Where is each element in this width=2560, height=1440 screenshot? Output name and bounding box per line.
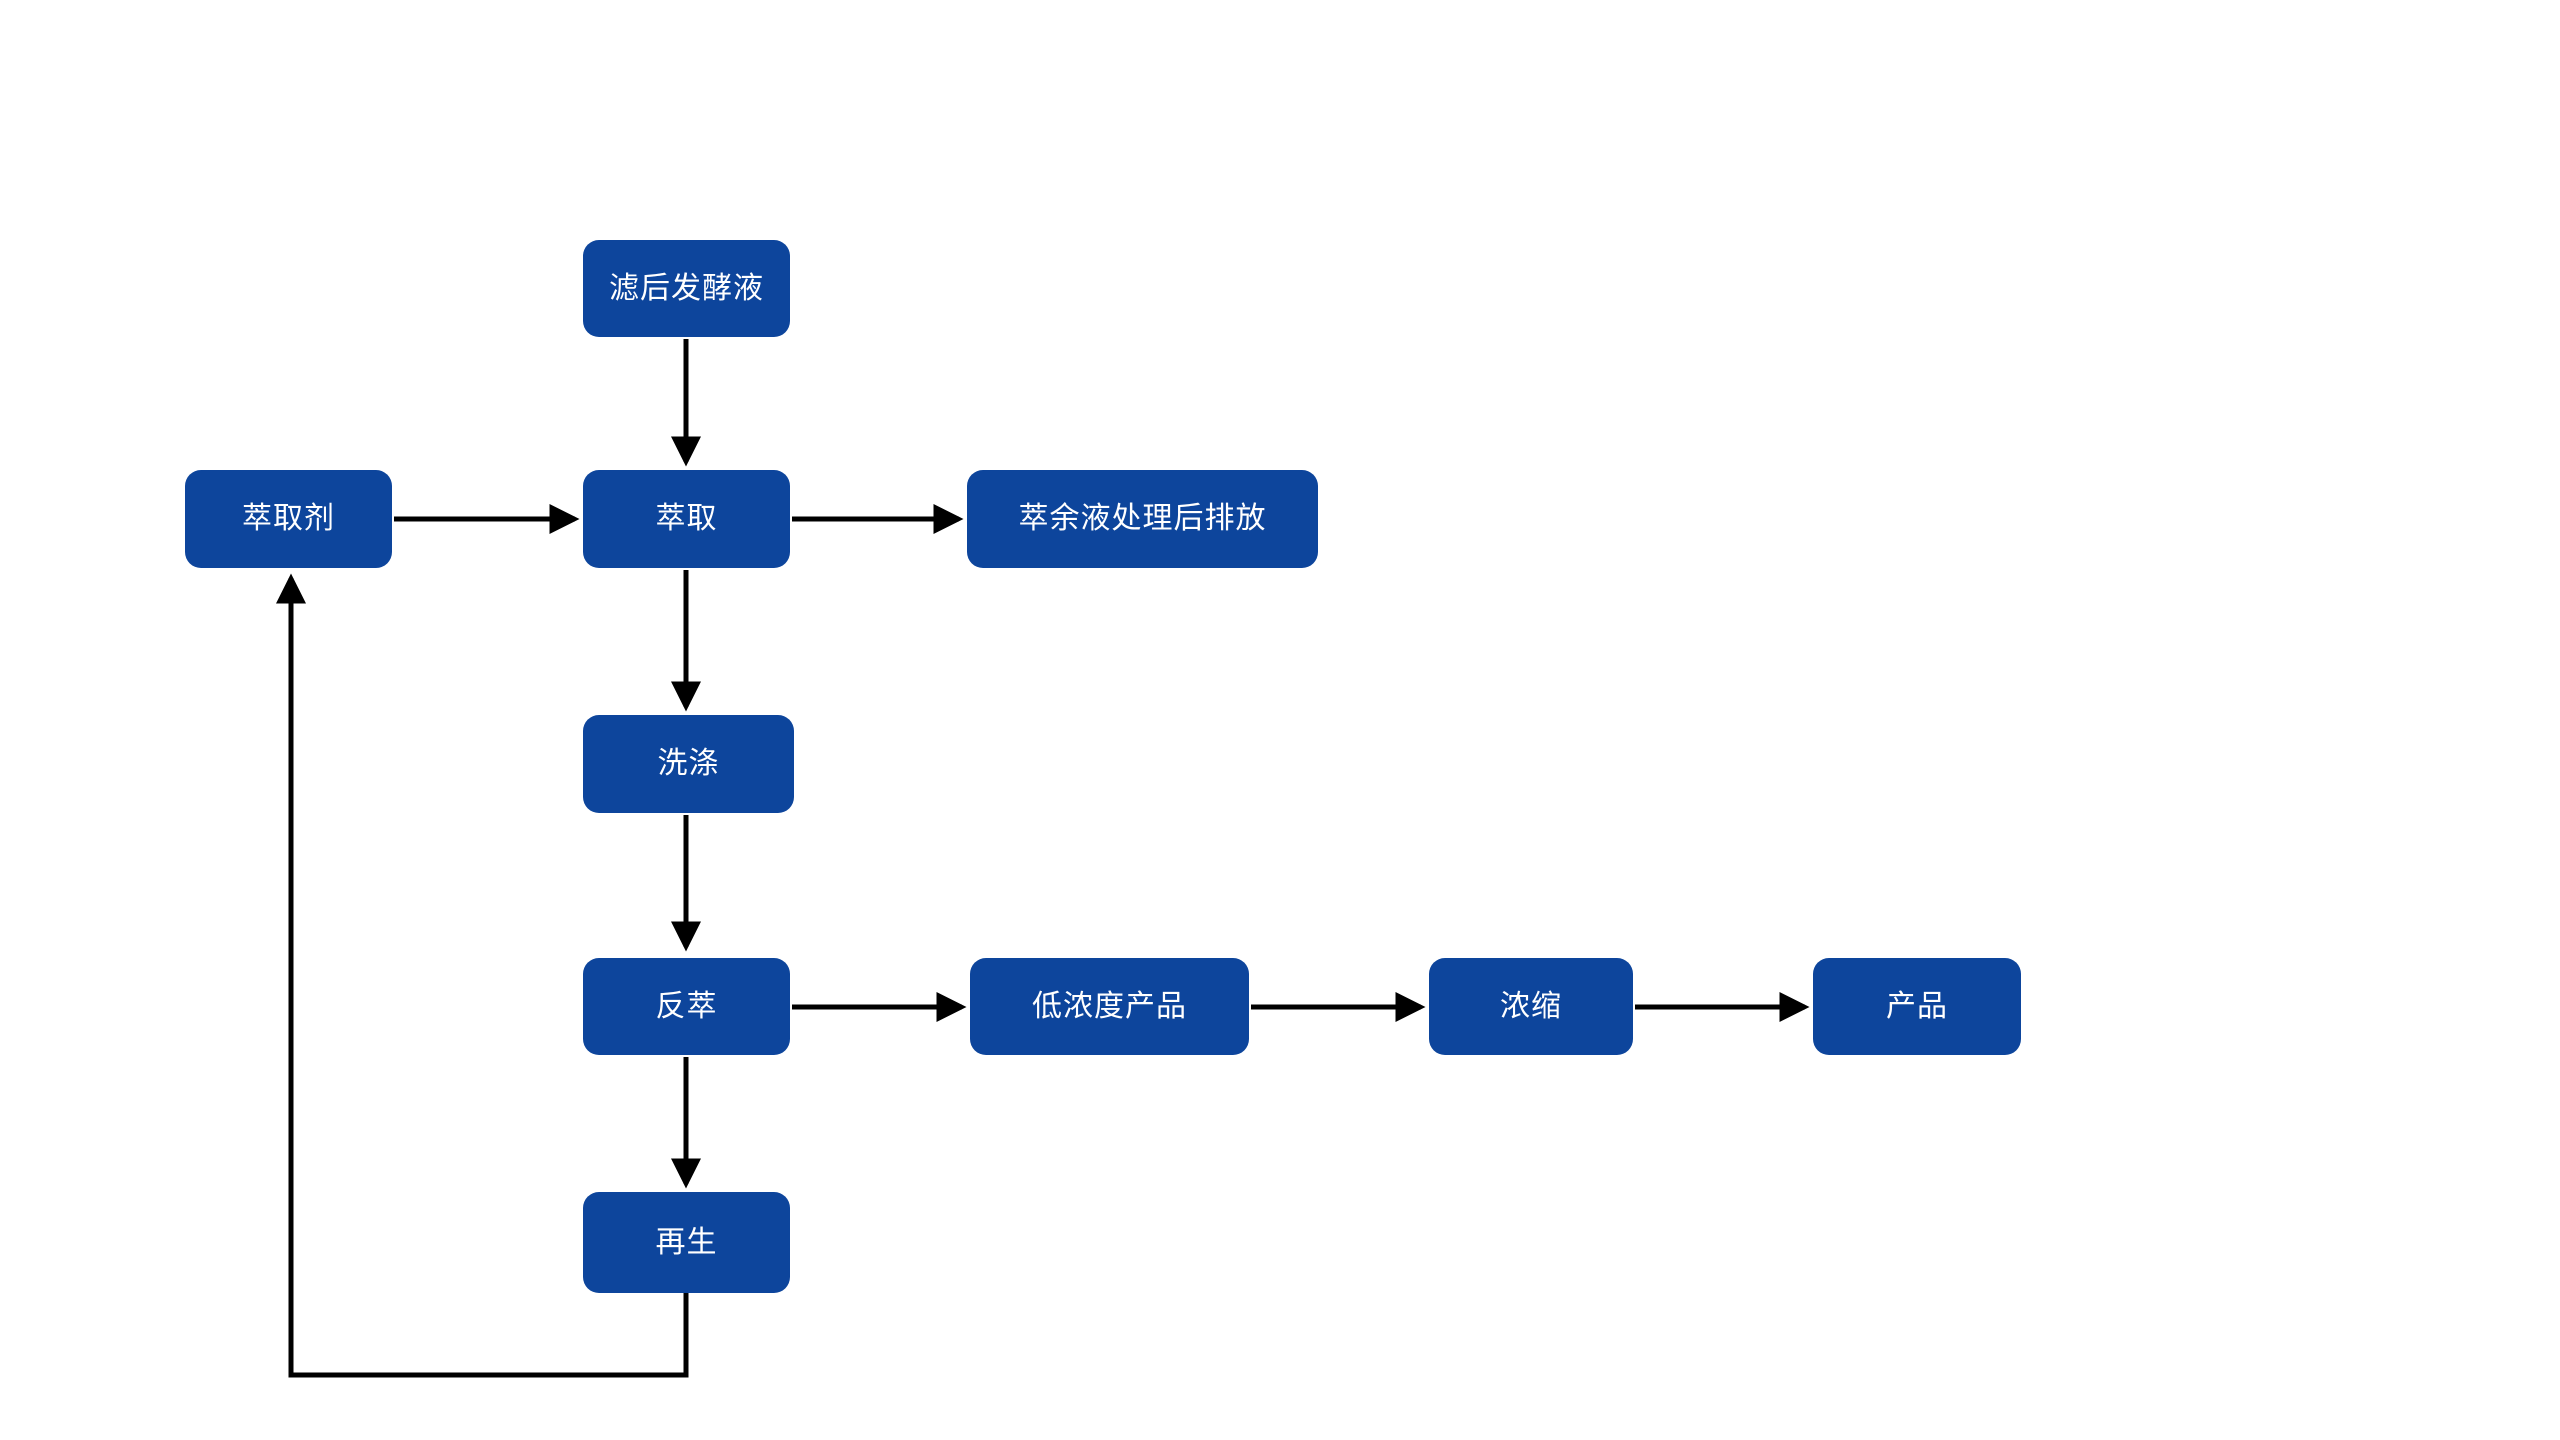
node-extraction: 萃取 bbox=[583, 470, 790, 568]
node-filtered-fermentation-broth: 滤后发酵液 bbox=[583, 240, 790, 337]
node-washing: 洗涤 bbox=[583, 715, 794, 813]
node-concentration-label: 浓缩 bbox=[1500, 989, 1562, 1023]
node-product: 产品 bbox=[1813, 958, 2021, 1055]
node-concentration: 浓缩 bbox=[1429, 958, 1633, 1055]
node-raffinate-treated-discharge: 萃余液处理后排放 bbox=[967, 470, 1318, 568]
node-extractant-label: 萃取剂 bbox=[242, 502, 335, 535]
node-product-label: 产品 bbox=[1886, 989, 1948, 1023]
node-regeneration-label: 再生 bbox=[655, 1225, 718, 1259]
node-extractant: 萃取剂 bbox=[185, 470, 392, 568]
node-regeneration: 再生 bbox=[583, 1192, 790, 1293]
node-filtered-fermentation-broth-label: 滤后发酵液 bbox=[609, 271, 764, 305]
arrow-regeneration-to-extractant-feedback-loop bbox=[276, 573, 689, 1378]
node-low-concentration-product-label: 低浓度产品 bbox=[1032, 989, 1187, 1023]
node-back-extraction-label: 反萃 bbox=[655, 989, 718, 1023]
node-back-extraction: 反萃 bbox=[583, 958, 790, 1055]
node-extraction-label: 萃取 bbox=[655, 502, 718, 535]
node-low-concentration-product: 低浓度产品 bbox=[970, 958, 1249, 1055]
node-raffinate-treated-discharge-label: 萃余液处理后排放 bbox=[1018, 502, 1267, 535]
node-washing-label: 洗涤 bbox=[657, 747, 720, 780]
